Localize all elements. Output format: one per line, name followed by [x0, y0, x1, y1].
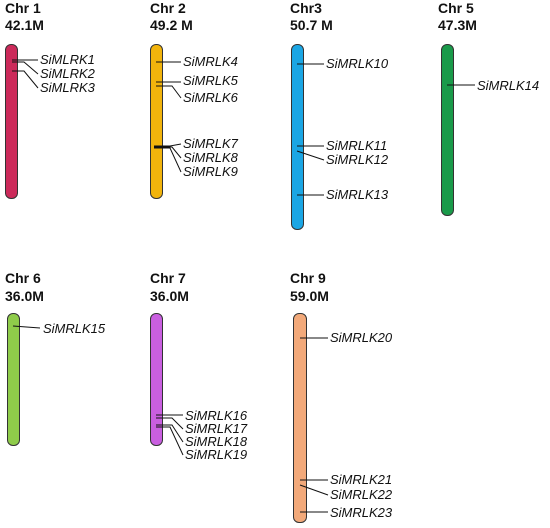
chr5-length: 47.3M: [438, 17, 477, 33]
connector-simrlk15: [12, 325, 41, 329]
chr9-length: 59.0M: [290, 288, 329, 304]
gene-label-simlrk3: SiMLRK3: [40, 80, 95, 95]
gene-label-simlrk2: SiMLRK2: [40, 66, 95, 81]
connector-simrlk8: [154, 146, 182, 159]
gene-label-simrlk13: SiMRLK13: [326, 187, 389, 202]
gene-label-simrlk6: SiMRLK6: [183, 90, 238, 105]
gene-label-simrlk10: SiMRLK10: [326, 56, 389, 71]
gene-label-simrlk4: SiMRLK4: [183, 54, 238, 69]
gene-label-simrlk11: SiMRLK11: [326, 138, 388, 153]
gene-label-simrlk17: SiMRLK17: [185, 421, 248, 436]
gene-label-simrlk19: SiMRLK19: [185, 447, 248, 462]
connector-simrlk7: [154, 143, 182, 147]
connector-simrlk12: [296, 150, 325, 161]
gene-label-simrlk14: SiMRLK14: [477, 78, 540, 93]
chr3-title: Chr3: [290, 0, 322, 16]
chr1-bar: [5, 44, 18, 199]
gene-label-simrlk8: SiMRLK8: [183, 150, 238, 165]
connector-simrlk22: [299, 484, 329, 496]
chr5-bar: [441, 44, 454, 216]
chr6-title: Chr 6: [5, 270, 41, 286]
chr6-length: 36.0M: [5, 288, 44, 304]
gene-label-simrlk18: SiMRLK18: [185, 434, 248, 449]
chr2-bar: [150, 44, 163, 199]
gene-label-simrlk21: SiMRLK21: [330, 472, 393, 487]
gene-label-simrlk20: SiMRLK20: [330, 330, 393, 345]
gene-label-simlrk1: SiMLRK1: [40, 52, 95, 67]
gene-label-simrlk5: SiMRLK5: [183, 73, 238, 88]
gene-label-simrlk9: SiMRLK9: [183, 164, 238, 179]
gene-label-simrlk16: SiMRLK16: [185, 408, 248, 423]
chr3-bar: [291, 44, 304, 230]
chr7-bar: [150, 313, 163, 446]
gene-label-simrlk15: SiMRLK15: [43, 321, 106, 336]
chr5-title: Chr 5: [438, 0, 474, 16]
connector-simlrk2: [12, 61, 39, 75]
connector-simrlk18: [156, 424, 184, 443]
chr3-length: 50.7 M: [290, 17, 333, 33]
chr9-title: Chr 9: [290, 270, 326, 286]
chr9-bar: [293, 313, 307, 523]
chr7-length: 36.0M: [150, 288, 189, 304]
connector-simlrk3: [12, 70, 39, 89]
chr2-title: Chr 2: [150, 0, 186, 16]
chr2-length: 49.2 M: [150, 17, 193, 33]
connector-simrlk6: [156, 85, 182, 99]
chr7-title: Chr 7: [150, 270, 186, 286]
connector-simrlk17: [156, 417, 184, 430]
gene-label-simrlk22: SiMRLK22: [330, 487, 393, 502]
gene-label-simrlk7: SiMRLK7: [183, 136, 238, 151]
connector-simrlk19: [156, 426, 184, 456]
gene-label-simrlk12: SiMRLK12: [326, 152, 389, 167]
chr1-title: Chr 1: [5, 0, 41, 16]
connector-simrlk9: [154, 147, 182, 173]
chr1-length: 42.1M: [5, 17, 44, 33]
gene-label-simrlk23: SiMRLK23: [330, 505, 393, 520]
chr6-bar: [7, 313, 20, 446]
